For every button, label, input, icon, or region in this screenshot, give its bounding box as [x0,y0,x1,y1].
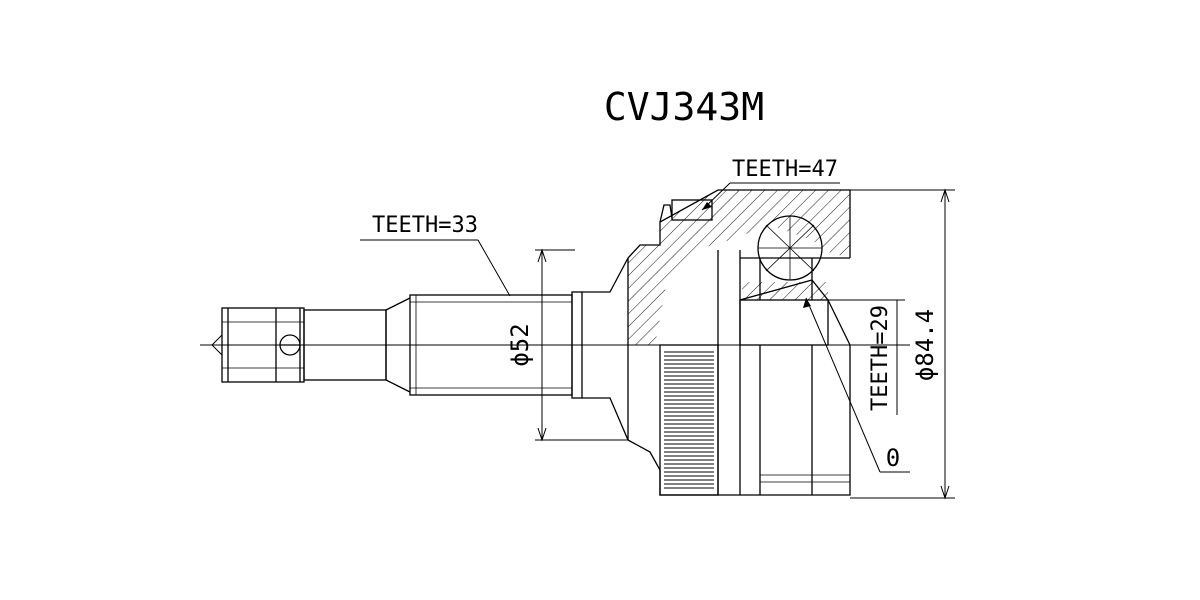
abs-ring-teeth [664,351,714,489]
teeth-33-label: TEETH=33 [372,213,478,238]
teeth-29-label: TEETH=29 [868,305,893,411]
phi-84-4-label: ϕ84.4 [911,309,939,381]
inner-race-section-hatch [742,282,828,300]
abs-arrowhead [803,298,811,308]
teeth-47-label: TEETH=47 [732,157,838,182]
abs-zero-label: 0 [886,444,900,472]
phi-52-label: ϕ52 [506,323,534,366]
teeth-47-arrowhead [702,202,712,210]
part-number-title: CVJ343M [604,85,764,129]
dimension-lines [360,182,955,500]
